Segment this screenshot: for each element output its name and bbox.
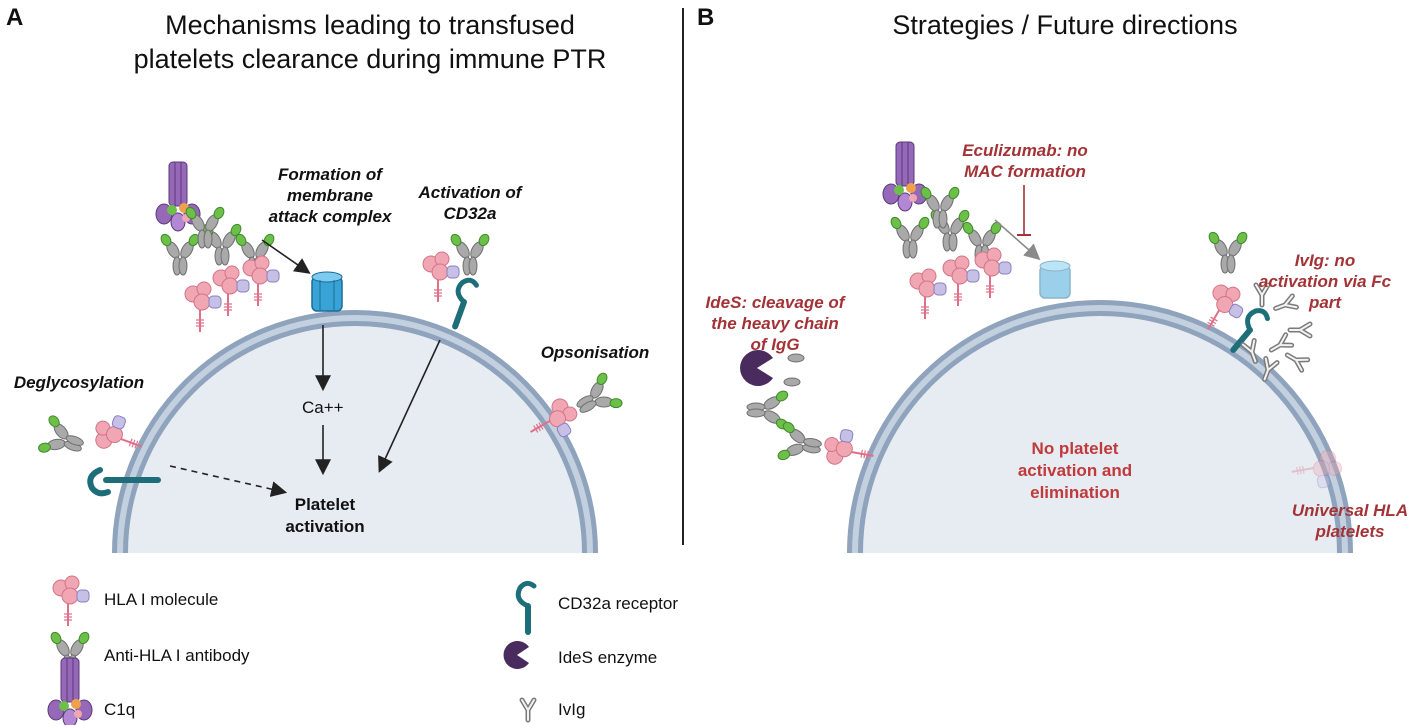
legend-cd32a-label: CD32a receptor [558,594,679,613]
c1q-icon [882,141,928,212]
label-ivig: IvIg: no activation via Fc part [1258,251,1392,312]
label-mac: Formation of membrane attack complex [268,165,392,226]
legend-hla-label: HLA I molecule [104,590,219,609]
hla-icon [242,255,280,307]
panel-letter-b: B [697,4,715,31]
legend-ides-label: IdeS enzyme [558,648,658,667]
antibody-icon [567,368,627,428]
ivig-icon [1284,350,1307,370]
hla-icon [184,281,222,333]
arrow-to-mac [261,239,311,274]
legend-c1q-icon [47,657,93,725]
panel-b-title: Strategies / Future directions [892,10,1238,40]
hla-icon [909,268,947,320]
mac-pore-icon [311,271,343,312]
hla-icon [942,255,980,307]
hla-icon [212,265,250,317]
legend-cd32-icon [518,583,534,632]
label-platelet-activation: Platelet activation [285,495,365,536]
label-eculizumab: Eculizumab: no MAC formation [962,141,1088,181]
antibody-icon [158,232,202,276]
panel-a-title: Mechanisms leading to transfused platele… [133,10,607,74]
legend-antibody-label: Anti-HLA I antibody [104,646,250,665]
legend-ivig-icon [522,700,534,720]
cd32-receptor-horizontal-icon [87,467,161,497]
inhibition-line [1017,185,1031,236]
arrow-degly-to-activation [169,465,288,497]
antibody-icon [34,411,90,467]
label-universal-hla: Universal HLA platelets [1291,501,1409,541]
legend-hla-icon [52,575,90,627]
arrow-blocked [994,219,1041,261]
label-deglycosylation: Deglycosylation [13,373,145,392]
platelet-a [112,310,598,554]
ivig-icon [1290,324,1310,336]
arrow-cd32-to-activation [378,339,441,473]
label-calcium: Ca++ [302,398,344,417]
cd32-icon [446,277,477,328]
hla-icon [422,251,460,303]
label-opsonisation: Opsonisation [540,343,650,362]
platelet-b [847,300,1353,554]
label-cd32a: Activation of CD32a [418,183,522,223]
hla-icon [974,247,1012,299]
panel-letter-a: A [6,4,24,31]
antibody-icon [1206,230,1250,274]
label-no-platelet-activation: No platelet activation and elimination [1017,439,1133,502]
legend-ivig-label: IvIg [558,700,586,719]
ivig-icon [1268,335,1291,355]
antibody-icon [888,215,932,259]
mac-pore-faded-icon [1039,260,1071,299]
legend-c1q-label: C1q [104,700,136,719]
antibody-fragment-icon [787,353,805,363]
ides-enzyme-icon [740,349,773,387]
antibody-fragment-icon [783,377,801,387]
legend-ides-icon [503,640,529,669]
label-ides: IdeS: cleavage of the heavy chain of IgG [705,293,845,354]
